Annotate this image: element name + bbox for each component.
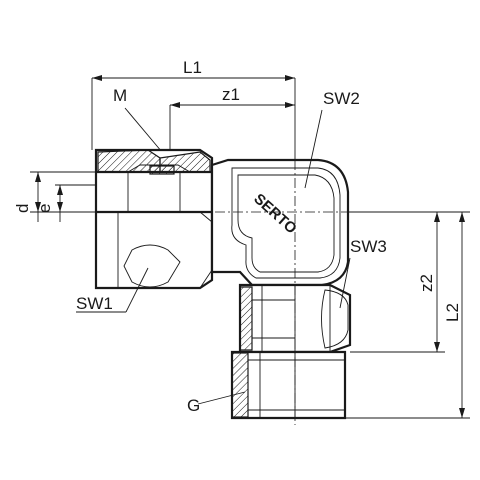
label-g: G [187,396,200,415]
dimension-l2 [345,211,470,419]
leader-m [124,107,163,153]
label-sw2: SW2 [323,89,360,108]
leader-sw2 [304,109,323,189]
left-nut [94,148,214,290]
label-l1: L1 [183,58,202,77]
label-l2: L2 [443,303,462,322]
label-z1: z1 [222,85,240,104]
leader-sw3 [339,257,351,309]
label-sw1: SW1 [76,294,113,313]
leader-sw1 [125,267,149,313]
bottom-threaded-body [230,285,347,425]
dimension-l1 [91,75,296,165]
label-sw3: SW3 [350,237,387,256]
label-e: e [35,204,54,213]
label-d: d [13,204,32,213]
label-z2: z2 [417,274,436,292]
dimension-d-e [30,171,96,222]
label-m: M [113,86,127,105]
dimension-z1 [169,102,295,150]
leader-g [197,391,246,405]
lower-nut [238,283,352,354]
